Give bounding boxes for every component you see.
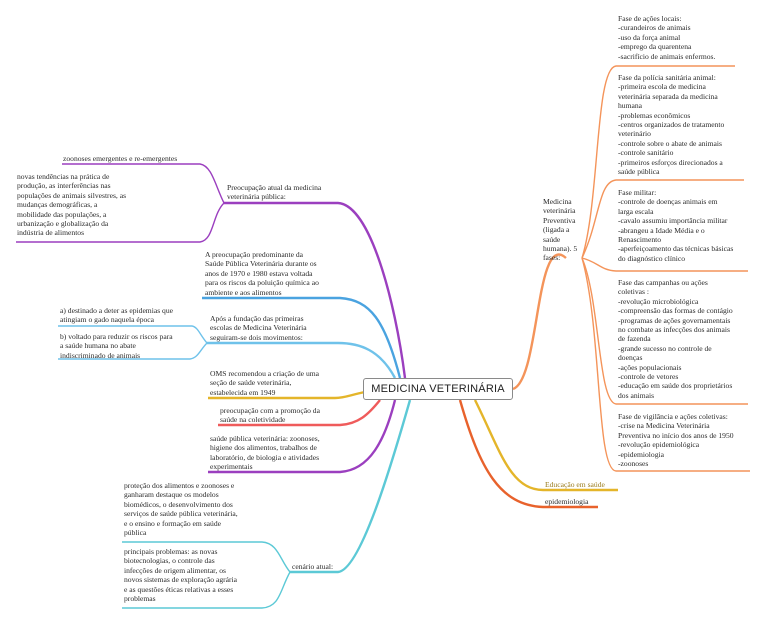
node-fase-campanhas[interactable]: Fase das campanhas ou ações coletivas : … <box>618 278 733 400</box>
node-medicina-preventiva[interactable]: Medicina veterinária Preventiva (ligada … <box>543 197 578 263</box>
link-fundacao <box>207 341 397 379</box>
link-zoonoses <box>62 163 225 204</box>
link-tendencias <box>16 202 225 243</box>
node-movimento-b[interactable]: b) voltado para reduzir os riscos para a… <box>60 332 173 360</box>
node-preocupacao-atual[interactable]: Preocupação atual da medicina veterinári… <box>227 183 322 202</box>
link-preocupacao <box>224 201 407 379</box>
link-fase3 <box>581 257 748 272</box>
central-topic[interactable]: MEDICINA VETERINÁRIA <box>363 378 513 400</box>
node-preocupacao-predominante[interactable]: A preocupação predominante da Saúde Públ… <box>205 250 319 297</box>
node-protecao-alimentos[interactable]: proteção dos alimentos e zoonoses e ganh… <box>124 481 238 538</box>
node-promocao-saude[interactable]: preocupação com a promoção da saúde na c… <box>220 406 320 425</box>
node-fase-vigilancia[interactable]: Fase de vigilância e ações coletivas: -c… <box>618 412 734 469</box>
node-educacao-saude[interactable]: Educação em saúde <box>545 480 605 489</box>
node-epidemiologia[interactable]: epidemiologia <box>545 497 589 506</box>
link-fase2 <box>581 179 744 259</box>
link-preventiva <box>512 253 567 391</box>
link-mov-b <box>58 342 208 360</box>
link-cenario <box>290 399 412 574</box>
node-cenario-atual[interactable]: cenário atual: <box>292 562 334 571</box>
link-promocao <box>218 399 381 427</box>
link-problemas <box>122 571 291 609</box>
link-epidemiologia <box>458 399 598 509</box>
node-movimento-a[interactable]: a) destinado a deter as epidemias que at… <box>60 306 174 325</box>
node-fase-acoes-locais[interactable]: Fase de ações locais: -curandeiros de an… <box>618 14 716 61</box>
node-zoonoses-emergentes[interactable]: zoonoses emergentes e re-emergentes <box>63 154 178 163</box>
node-oms[interactable]: OMS recomendou a criação de uma seção de… <box>210 369 320 397</box>
link-protecao <box>122 541 291 573</box>
link-oms <box>208 390 366 400</box>
link-mov-a <box>58 325 208 344</box>
node-fase-policia-sanitaria[interactable]: Fase da polícia sanitária animal: -prime… <box>618 73 725 177</box>
link-educacao <box>473 399 618 492</box>
node-principais-problemas[interactable]: principais problemas: as novas biotecnol… <box>124 547 238 604</box>
link-fase4 <box>581 257 748 405</box>
node-fase-militar[interactable]: Fase militar: -controle de doenças anima… <box>618 188 734 263</box>
node-saude-publica-veterinaria[interactable]: saúde pública veterinária: zoonoses, hig… <box>210 434 320 472</box>
link-predominante <box>202 296 402 379</box>
node-fundacao-escolas[interactable]: Após a fundação das primeiras escolas de… <box>210 314 307 342</box>
link-saude-publica <box>208 399 397 474</box>
node-novas-tendencias[interactable]: novas tendências na prática de produção,… <box>17 172 127 238</box>
link-fase1 <box>581 65 735 259</box>
link-fase5 <box>581 257 750 472</box>
